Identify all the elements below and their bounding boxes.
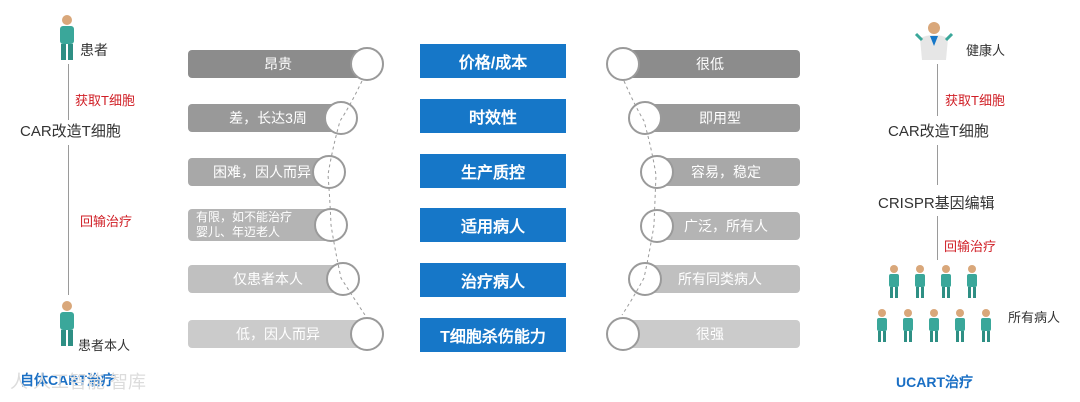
watermark: 人 人工智能 智库: [10, 372, 147, 392]
left-circle-treat: [326, 262, 360, 296]
right-value-treat: 所有同类病人: [640, 265, 800, 293]
left-dashed-connector: [327, 80, 366, 316]
center-item-applicable: 适用病人: [420, 208, 566, 242]
right-car-tcell-label: CAR改造T细胞: [888, 123, 989, 140]
center-item-kill: T细胞杀伤能力: [420, 318, 566, 352]
center-item-timeliness: 时效性: [420, 99, 566, 133]
right-circle-qc: [640, 155, 674, 189]
left-circle-timeliness: [324, 101, 358, 135]
right-crispr-label: CRISPR基因编辑: [878, 195, 995, 212]
left-value-applicable-line2: 婴儿、年迈老人: [196, 225, 281, 239]
left-step-reinfusion: 回输治疗: [80, 214, 133, 229]
left-value-timeliness: 差，长达3周: [188, 104, 348, 132]
left-value-timeliness-text: 差，长达3周: [229, 110, 307, 126]
center-item-treat: 治疗病人: [420, 263, 566, 297]
left-flow-line-1: [68, 64, 69, 120]
left-circle-cost: [350, 47, 384, 81]
right-circle-treat: [628, 262, 662, 296]
right-value-applicable: 广泛，所有人: [652, 212, 800, 240]
patient-self-label: 患者本人: [78, 338, 131, 353]
right-step-get-tcells: 获取T细胞: [945, 93, 1005, 108]
right-circle-applicable: [640, 209, 674, 243]
left-value-kill-text: 低，因人而异: [236, 326, 320, 342]
healthy-label: 健康人: [966, 43, 1006, 58]
right-value-kill: 很强: [620, 320, 800, 348]
right-dashed-connector: [621, 80, 657, 316]
all-patients-group-figure: [877, 265, 991, 342]
left-value-kill: 低，因人而异: [188, 320, 368, 348]
left-caption: 自体CART治疗: [20, 372, 115, 388]
right-circle-timeliness: [628, 101, 662, 135]
right-value-qc: 容易，稳定: [652, 158, 800, 186]
right-value-qc-text: 容易，稳定: [691, 164, 761, 180]
left-car-tcell-label: CAR改造T细胞: [20, 123, 121, 140]
right-value-cost: 很低: [620, 50, 800, 78]
right-flow-line-3: [937, 216, 938, 260]
patient-self-figure: [60, 301, 74, 346]
center-item-qc: 生产质控: [420, 154, 566, 188]
left-flow-line-2: [68, 145, 69, 295]
right-value-cost-text: 很低: [696, 56, 724, 72]
patient-figure: [60, 15, 74, 60]
all-patients-label: 所有病人: [1008, 310, 1061, 325]
right-value-timeliness-text: 即用型: [699, 110, 741, 126]
left-value-applicable-line1: 有限，如不能治疗: [196, 210, 293, 224]
left-value-treat-text: 仅患者本人: [233, 271, 303, 287]
left-value-cost-text: 昂贵: [264, 56, 292, 72]
right-caption: UCART治疗: [896, 374, 973, 390]
right-value-kill-text: 很强: [696, 326, 724, 342]
right-value-applicable-text: 广泛，所有人: [684, 218, 768, 234]
right-circle-cost: [606, 47, 640, 81]
left-value-qc: 困难，因人而异: [188, 158, 336, 186]
left-value-qc-text: 困难，因人而异: [213, 164, 311, 180]
center-item-cost: 价格/成本: [420, 44, 566, 78]
right-circle-kill: [606, 317, 640, 351]
right-value-treat-text: 所有同类病人: [678, 271, 762, 287]
healthy-person-figure: [914, 22, 954, 60]
left-step-get-tcells: 获取T细胞: [75, 93, 135, 108]
left-value-treat: 仅患者本人: [188, 265, 348, 293]
left-value-cost: 昂贵: [188, 50, 368, 78]
patient-label: 患者: [80, 42, 108, 58]
left-circle-kill: [350, 317, 384, 351]
left-value-applicable: 有限，如不能治疗 婴儿、年迈老人: [188, 209, 336, 241]
right-flow-line-2: [937, 145, 938, 185]
right-flow-line-1: [937, 64, 938, 116]
right-value-timeliness: 即用型: [640, 104, 800, 132]
right-step-reinfusion: 回输治疗: [944, 239, 997, 254]
